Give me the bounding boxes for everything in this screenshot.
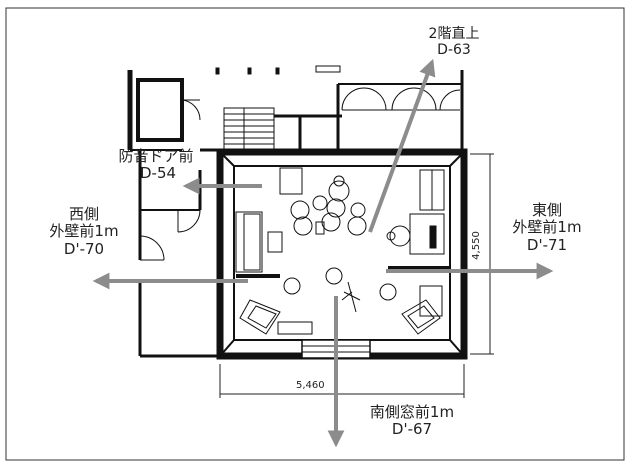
label-above: 2階直上 D-63 [410,26,498,58]
measurement-arrows [92,58,554,448]
label-west-line1: 西側 [68,205,99,223]
label-south-line2: D'-67 [391,420,433,439]
label-west-line3: D'-70 [63,239,105,258]
dimension-width: 5,460 [296,380,325,391]
label-west: 西側 外壁前1m D'-70 [28,205,140,258]
dimension-depth: 4,550 [470,231,482,260]
label-above-line1: 2階直上 [428,26,480,42]
label-south: 南側窓前1m D'-67 [358,403,466,439]
furniture [235,167,445,335]
label-east-line3: D'-71 [526,235,568,254]
label-door-line2: D-54 [140,164,177,183]
label-above-line2: D-63 [437,42,471,59]
label-west-line2: 外壁前1m [49,222,119,241]
label-east-line2: 外壁前1m [512,218,582,237]
room-walls [216,148,468,360]
label-door: 防音ドア前 D-54 [96,147,216,183]
annex-structure [127,65,464,358]
dimension-lines [219,153,494,398]
outer-frame [5,7,625,461]
label-door-line1: 防音ドア前 [118,147,194,165]
label-east-line1: 東側 [531,201,562,219]
label-south-line1: 南側窓前1m [369,403,455,421]
label-east: 東側 外壁前1m D'-71 [492,201,602,254]
arrow-up [368,58,436,233]
